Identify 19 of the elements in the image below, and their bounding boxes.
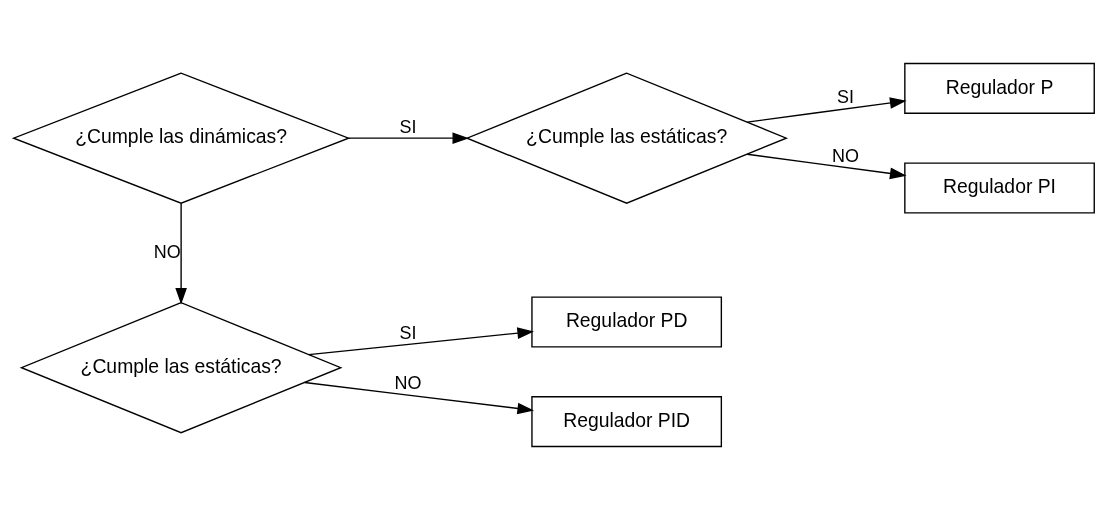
- node-box: Regulador P: [904, 62, 1095, 114]
- arrow: [746, 96, 907, 123]
- edge-label: NO: [831, 145, 859, 166]
- node-box: Regulador PI: [904, 161, 1095, 214]
- edge-label: SI: [399, 322, 417, 343]
- node-box: Regulador PD: [531, 295, 723, 348]
- node-box: Regulador PID: [531, 395, 723, 447]
- arrow: [304, 381, 535, 414]
- edge-label: NO: [153, 241, 181, 262]
- node-diamond: ¿Cumple las estáticas?: [465, 71, 789, 204]
- edge-label: SI: [399, 116, 417, 137]
- arrow: [175, 202, 187, 305]
- arrow: [308, 326, 534, 355]
- edge-label: NO: [394, 372, 422, 393]
- node-diamond: ¿Cumple las dinámicas?: [11, 71, 351, 204]
- arrow: [746, 153, 907, 179]
- arrow: [347, 131, 470, 144]
- edge-label: SI: [836, 86, 854, 107]
- node-diamond: ¿Cumple las estáticas?: [19, 301, 343, 433]
